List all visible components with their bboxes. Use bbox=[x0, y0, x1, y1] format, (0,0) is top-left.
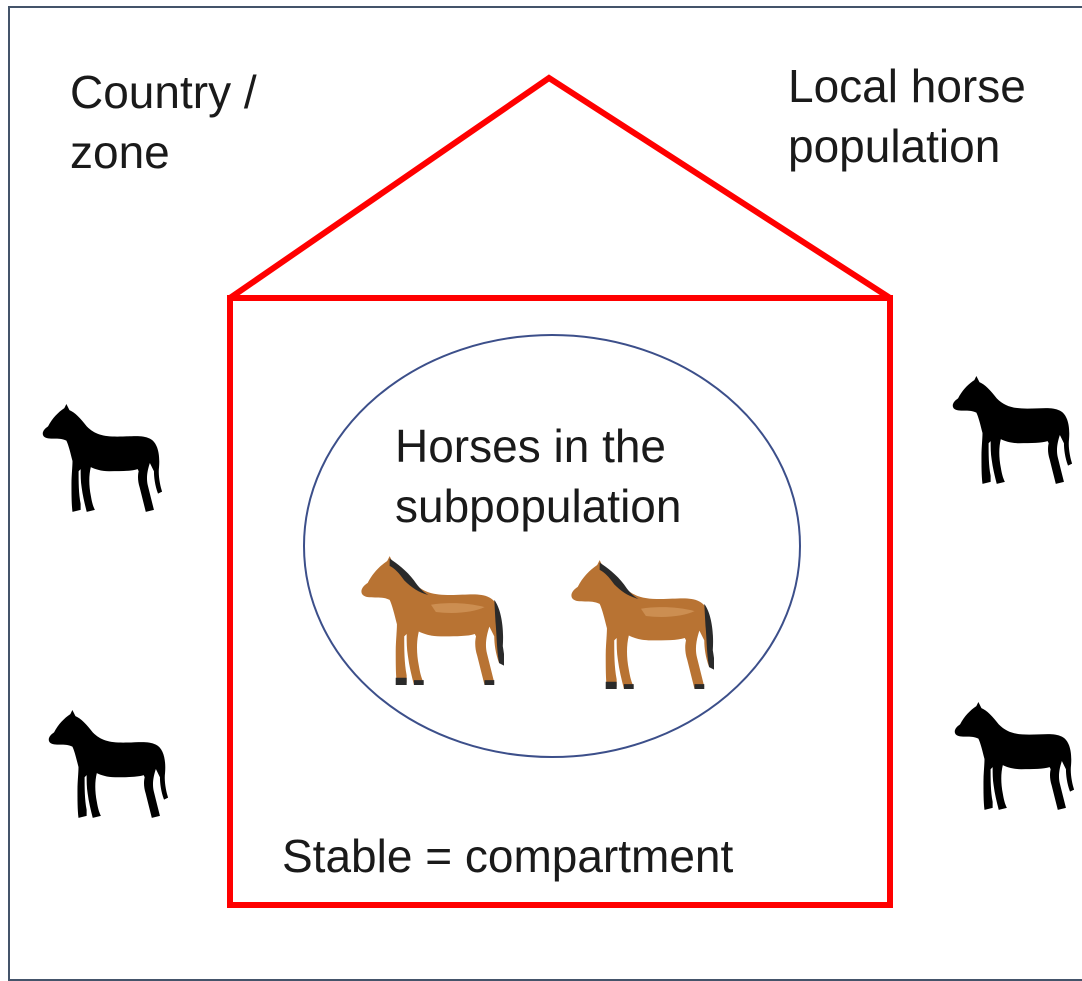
subpopulation-label-line2: subpopulation bbox=[395, 480, 682, 532]
local-horse-icon bbox=[952, 376, 1073, 484]
compartment-outline bbox=[227, 295, 893, 908]
country-zone-label-line1: Country / bbox=[70, 66, 257, 118]
subpopulation-horse-icon bbox=[571, 560, 714, 690]
subpopulation-label: Horses in the subpopulation bbox=[395, 416, 755, 536]
roof-outline bbox=[228, 74, 892, 301]
country-zone-label: Country / zone bbox=[70, 62, 350, 182]
subpopulation-label-line1: Horses in the bbox=[395, 420, 667, 472]
local-population-label-line2: population bbox=[788, 120, 1001, 172]
stable-compartment-label: Stable = compartment bbox=[282, 830, 734, 882]
local-horse-icon bbox=[954, 702, 1075, 810]
local-population-label: Local horse population bbox=[788, 56, 1082, 176]
local-horse-icon bbox=[48, 710, 169, 818]
local-population-label-line1: Local horse bbox=[788, 60, 1026, 112]
subpopulation-horse-icon bbox=[361, 556, 504, 686]
subpopulation-ellipse bbox=[303, 334, 801, 758]
country-zone-label-line2: zone bbox=[70, 126, 170, 178]
local-horse-icon bbox=[42, 404, 163, 512]
